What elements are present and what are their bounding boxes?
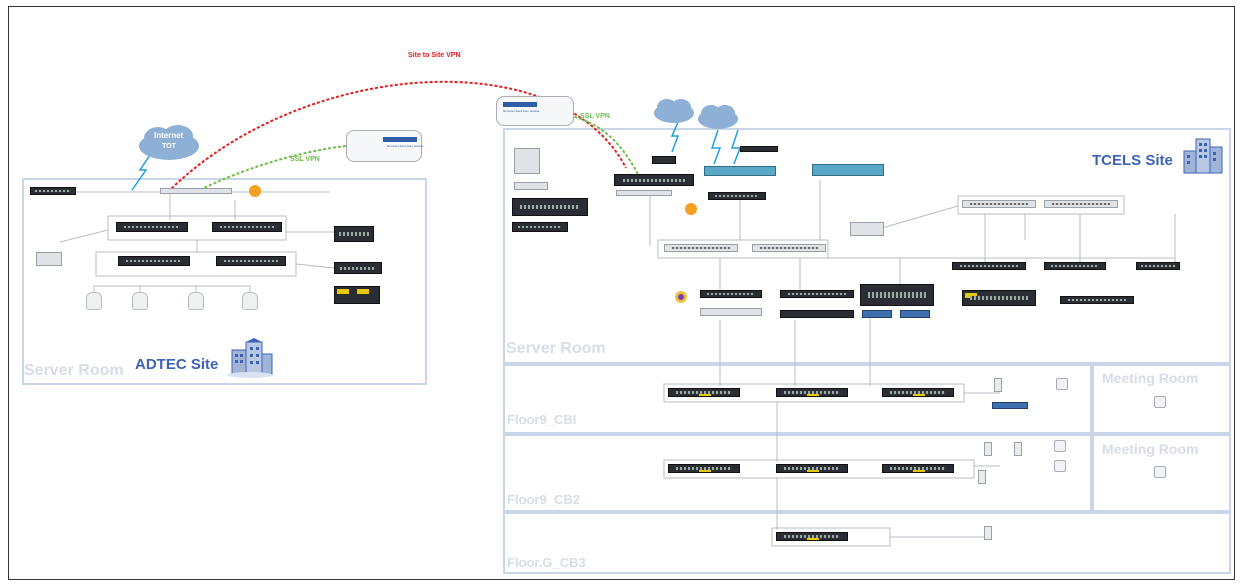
firewall-icon bbox=[685, 203, 697, 215]
building-icon bbox=[227, 338, 273, 378]
core-switch bbox=[212, 222, 282, 232]
firewall-device bbox=[614, 174, 694, 186]
wireless-controller bbox=[36, 252, 62, 266]
ip-phone-device bbox=[992, 402, 1028, 409]
storage-device bbox=[860, 284, 934, 306]
router-device bbox=[652, 156, 676, 164]
phone-icon bbox=[978, 470, 986, 484]
room-device-icon bbox=[1054, 440, 1066, 452]
phone-icon bbox=[1014, 442, 1022, 456]
access-switch bbox=[668, 388, 740, 397]
phone-icon bbox=[984, 526, 992, 540]
firewall-device bbox=[704, 166, 776, 176]
router-device bbox=[740, 146, 778, 152]
meeting-room-label: Meeting Room bbox=[1102, 441, 1199, 457]
access-switch bbox=[882, 388, 954, 397]
adtec-server-room bbox=[22, 178, 427, 385]
room-device-icon bbox=[1056, 378, 1068, 390]
switch-device bbox=[708, 192, 766, 200]
remote-users-box: Remote Users from outside bbox=[496, 96, 574, 126]
access-switch bbox=[882, 464, 954, 473]
phone-icon bbox=[984, 442, 992, 456]
tcels-site-label: TCELS Site bbox=[1092, 152, 1173, 169]
tcels-room-label: Server Room bbox=[506, 340, 606, 357]
cloud-icon bbox=[698, 105, 738, 129]
floor-label: Floor9_CB2 bbox=[507, 492, 580, 507]
server-device bbox=[334, 226, 374, 242]
room-device-icon bbox=[1154, 396, 1166, 408]
router-device bbox=[616, 190, 672, 196]
core-switch bbox=[116, 222, 188, 232]
access-switch bbox=[216, 256, 286, 266]
server-device bbox=[1044, 262, 1106, 270]
server-device bbox=[1136, 262, 1180, 270]
firewall-device bbox=[812, 164, 884, 176]
phone-icon bbox=[994, 378, 1002, 392]
floor-zone-cb3 bbox=[503, 512, 1231, 574]
floor-label: Floor.G_CB3 bbox=[507, 555, 586, 570]
server-device bbox=[780, 290, 854, 298]
core-switch bbox=[664, 244, 738, 252]
access-point-icon bbox=[86, 292, 102, 310]
meeting-room-label: Meeting Room bbox=[1102, 370, 1199, 386]
storage-device bbox=[962, 290, 1036, 306]
access-switch bbox=[776, 388, 848, 397]
adtec-site-label: ADTEC Site bbox=[135, 356, 219, 373]
building-icon bbox=[1183, 138, 1223, 174]
core-switch bbox=[962, 200, 1036, 208]
server-device bbox=[850, 222, 884, 236]
core-switch bbox=[752, 244, 826, 252]
ssl-vpn-label: SSL VPN bbox=[290, 156, 320, 163]
server-device bbox=[512, 222, 568, 232]
cloud-label: TOT bbox=[162, 143, 176, 150]
ssl-vpn-label: SSL VPN bbox=[580, 113, 610, 120]
cloud-icon bbox=[654, 99, 694, 123]
server-device bbox=[700, 290, 762, 298]
storage-device bbox=[334, 286, 380, 304]
server-device bbox=[514, 148, 540, 174]
server-device bbox=[700, 308, 762, 316]
floor-zone-cb2 bbox=[503, 434, 1092, 512]
room-device-icon bbox=[1154, 466, 1166, 478]
site-to-site-vpn-label: Site to Site VPN bbox=[408, 52, 461, 59]
lightning-icon bbox=[131, 121, 742, 191]
remote-users-box: Remote Users from outside bbox=[346, 130, 424, 162]
server-device bbox=[512, 198, 588, 216]
firewall-device bbox=[30, 187, 76, 195]
access-switch bbox=[118, 256, 190, 266]
router-device bbox=[160, 188, 232, 194]
cloud-icon bbox=[139, 125, 199, 160]
room-device-icon bbox=[1054, 460, 1066, 472]
storage-device bbox=[900, 310, 930, 318]
firewall-icon bbox=[249, 185, 261, 197]
vmware-icon bbox=[675, 291, 687, 303]
access-switch bbox=[668, 464, 740, 473]
server-device bbox=[952, 262, 1026, 270]
floor-zone-cbi bbox=[503, 364, 1092, 434]
access-switch bbox=[776, 532, 848, 541]
server-device bbox=[780, 310, 854, 318]
floor-label: Floor9_CBI bbox=[507, 412, 577, 427]
access-point-icon bbox=[132, 292, 148, 310]
access-switch bbox=[776, 464, 848, 473]
cloud-label: Internet bbox=[154, 131, 184, 140]
adtec-room-label: Server Room bbox=[24, 362, 124, 379]
server-device bbox=[514, 182, 548, 190]
storage-device bbox=[862, 310, 892, 318]
server-device bbox=[334, 262, 382, 274]
core-switch bbox=[1044, 200, 1118, 208]
server-device bbox=[1060, 296, 1134, 304]
access-point-icon bbox=[242, 292, 258, 310]
access-point-icon bbox=[188, 292, 204, 310]
